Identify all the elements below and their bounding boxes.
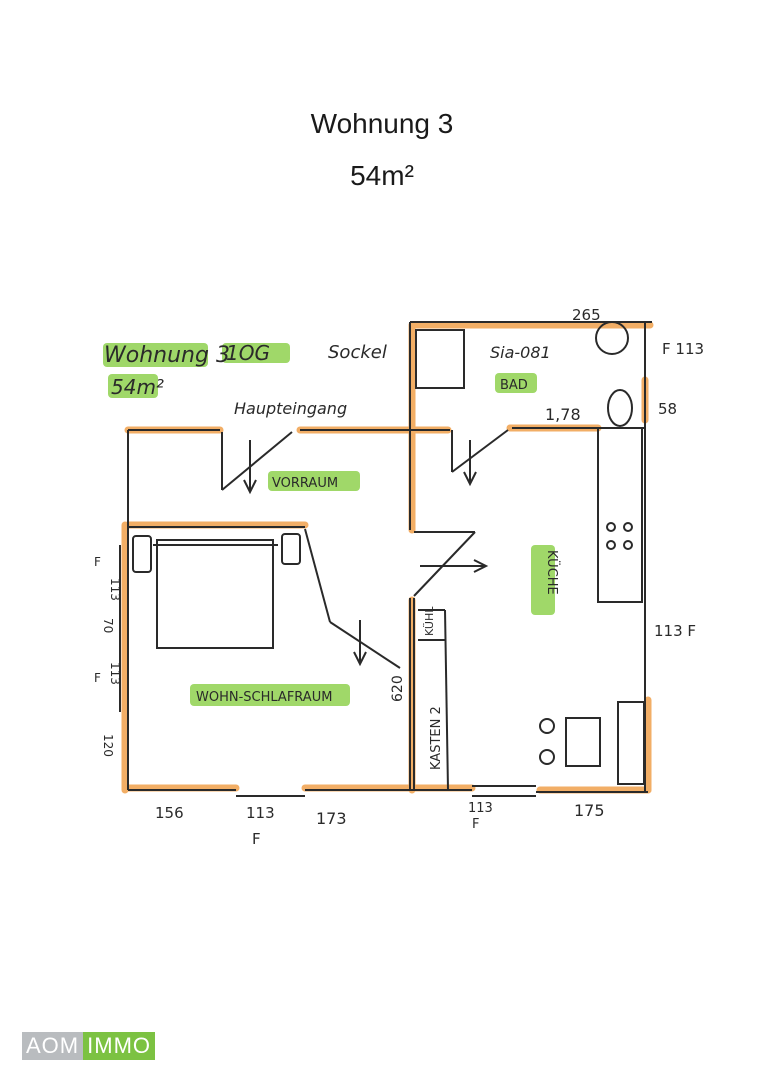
- dim-bottom-f2: F: [472, 817, 479, 832]
- room-bad: BAD: [500, 378, 528, 393]
- dim-left-70: 70: [101, 618, 115, 633]
- highlight-area: [108, 374, 158, 398]
- label-sia: Sia-081: [490, 343, 551, 362]
- dim-58: 58: [658, 400, 677, 418]
- label-unit: Wohnung 3: [104, 343, 230, 368]
- page-title: Wohnung 3: [310, 108, 454, 139]
- walls: [119, 321, 652, 797]
- label-entrance: Haupteingang: [234, 399, 347, 418]
- label-area: 54m²: [111, 375, 164, 399]
- highlight-floor: [222, 343, 290, 363]
- sketch-labels: Wohnung 3 1OG 54m² Sockel Haupteingang V…: [94, 306, 704, 848]
- dim-left-113a: 113: [108, 578, 122, 601]
- dim-178: 1,78: [545, 405, 581, 424]
- highlight-vorraum: [268, 471, 360, 491]
- dim-bottom-113b: 113: [468, 801, 493, 816]
- page-area: 54m²: [350, 160, 414, 191]
- label-highlights: [103, 343, 555, 706]
- dim-bottom-113: 113: [246, 804, 275, 822]
- dim-left-fa: F: [94, 555, 101, 569]
- company-logo: AOM IMMO: [22, 1032, 156, 1060]
- dim-left-120: 120: [101, 734, 115, 757]
- highlight-unit: [103, 343, 208, 367]
- label-kuehl: KÜHL: [423, 606, 436, 636]
- highlight-bad: [495, 373, 537, 393]
- dim-bottom-175: 175: [574, 801, 605, 820]
- dim-left-113b: 113: [108, 662, 122, 685]
- wall-highlights: [121, 321, 654, 794]
- dim-113-right: 113 F: [654, 622, 696, 640]
- dim-f113-top: F 113: [662, 340, 704, 358]
- dim-bottom-f1: F: [252, 830, 261, 848]
- highlight-kueche: [531, 545, 555, 615]
- room-wohn: WOHN-SCHLAFRAUM: [196, 690, 332, 705]
- room-vorraum: VORRAUM: [272, 476, 338, 491]
- label-floor: 1OG: [226, 341, 270, 365]
- dim-left-fb: F: [94, 671, 101, 685]
- logo-part-immo: IMMO: [83, 1032, 156, 1060]
- logo-part-aom: AOM: [22, 1032, 84, 1060]
- dim-top-265: 265: [572, 306, 601, 324]
- label-kasten: KASTEN 2: [429, 706, 444, 770]
- label-sockel: Sockel: [328, 342, 387, 363]
- dim-bottom-173: 173: [316, 809, 347, 828]
- dim-bottom-156: 156: [155, 804, 184, 822]
- dim-620: 620: [390, 675, 406, 702]
- highlight-wohn: [190, 684, 350, 706]
- room-kueche: KÜCHE: [544, 550, 561, 595]
